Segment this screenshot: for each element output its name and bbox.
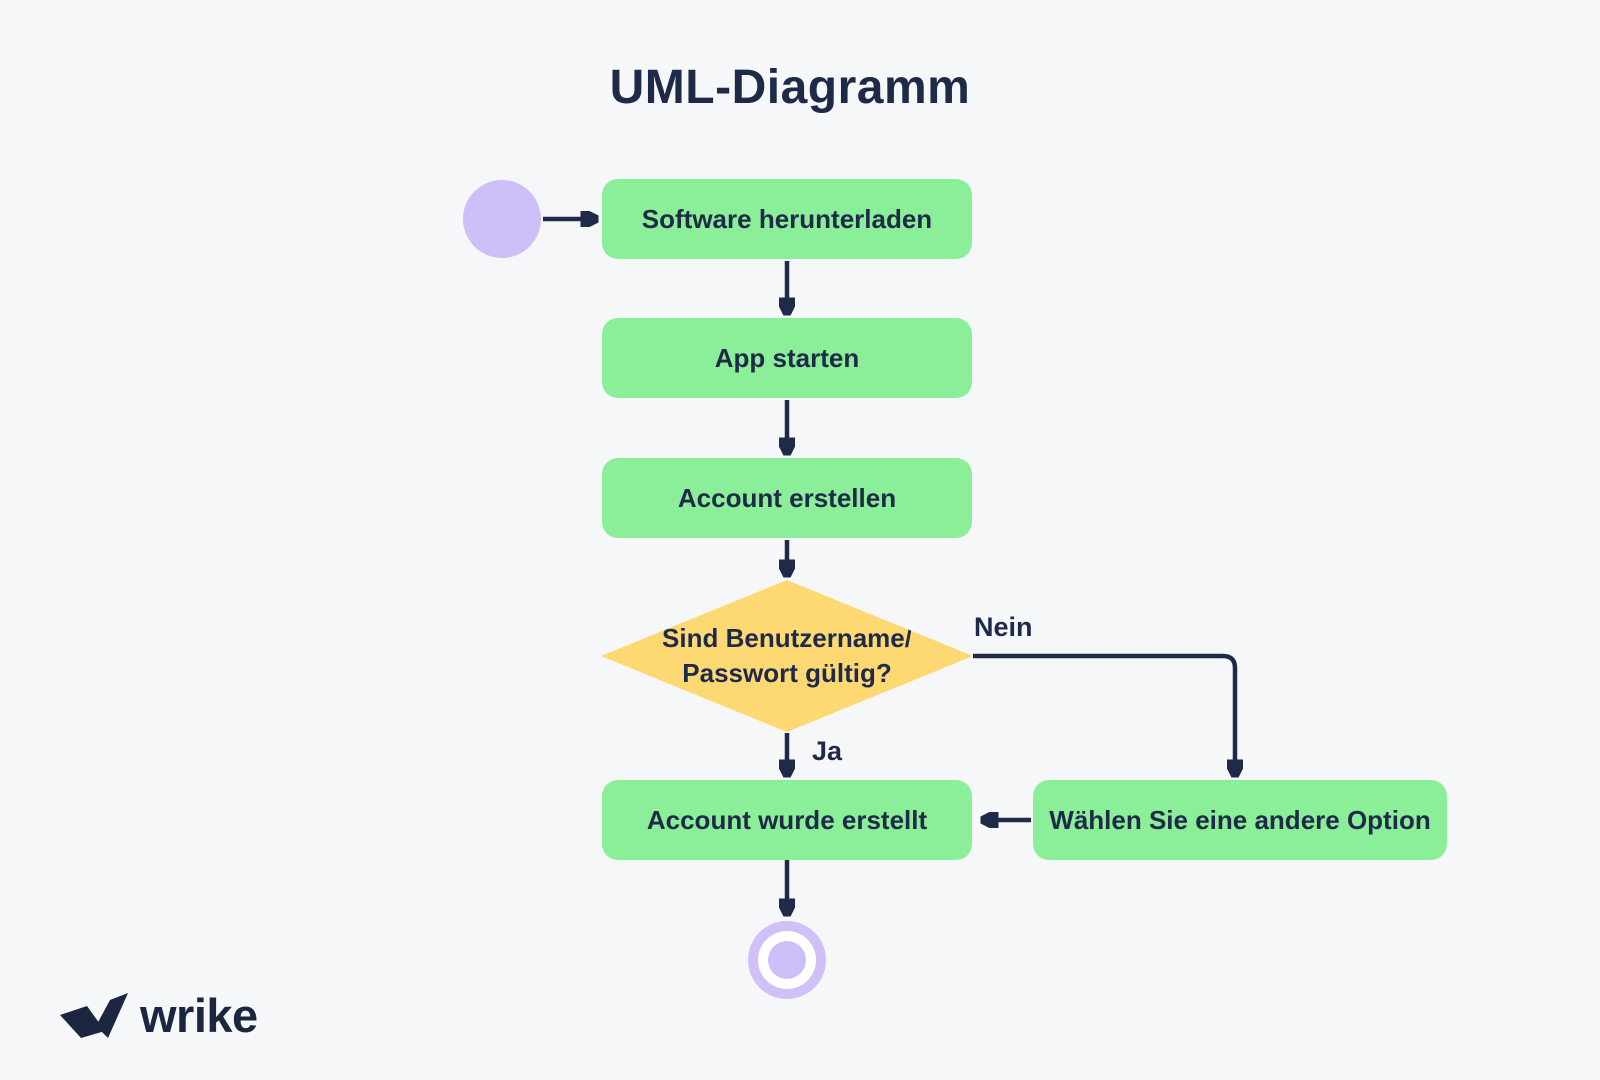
activity-label: App starten — [714, 342, 860, 373]
initial-node-circle — [463, 180, 541, 258]
page-title: UML-Diagramm — [609, 61, 971, 114]
activity-node-waehlen-andere-option: Wählen Sie eine andere Option — [1033, 780, 1447, 860]
activity-label: Account wurde erstellt — [646, 804, 928, 835]
edge-decision-nein-to-choose-other — [973, 653, 1235, 774]
activity-label: Wählen Sie eine andere Option — [1049, 804, 1431, 835]
activity-node-account-wurde-erstellt: Account wurde erstellt — [602, 780, 972, 860]
activity-node-app-starten: App starten — [602, 318, 972, 398]
decision-label-line1: Sind Benutzername/ — [662, 623, 912, 653]
decision-label-line2: Passwort gültig? — [682, 658, 892, 688]
final-node-ring — [748, 921, 826, 999]
edge-label-nein: Nein — [974, 612, 1033, 642]
final-node-gap — [758, 931, 816, 989]
activity-node-software-herunterladen: Software herunterladen — [602, 179, 972, 259]
edge-label-ja: Ja — [812, 736, 843, 766]
activity-label: Account erstellen — [677, 482, 897, 513]
activity-node-account-erstellen: Account erstellen — [602, 458, 972, 538]
wrike-logo: wrike — [60, 992, 258, 1040]
activity-label: Software herunterladen — [641, 203, 933, 234]
wrike-wordmark: wrike — [140, 989, 258, 1042]
wrike-logo-icon — [60, 993, 128, 1038]
final-node-core — [768, 941, 806, 979]
